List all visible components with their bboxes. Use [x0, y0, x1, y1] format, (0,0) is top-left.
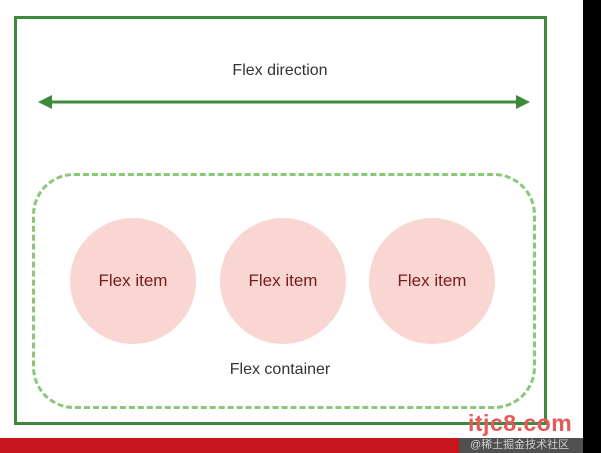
flex-item-1: Flex item [70, 218, 196, 344]
flex-item-label: Flex item [397, 271, 467, 290]
bottom-accent-bar [0, 438, 459, 453]
watermark-site: itjc8.com [468, 410, 573, 436]
flex-container-box [32, 173, 536, 409]
flex-direction-frame [14, 16, 547, 425]
right-edge-strip [583, 0, 601, 453]
flex-item-3: Flex item [369, 218, 495, 344]
flex-direction-label: Flex direction [232, 62, 328, 79]
watermark-text: @稀土掘金技术社区 [470, 439, 570, 451]
flex-item-label: Flex item [248, 271, 318, 290]
bottom-dark-bar [459, 438, 583, 453]
flex-item-2: Flex item [220, 218, 346, 344]
flex-item-label: Flex item [98, 271, 168, 290]
flex-container-label: Flex container [229, 361, 331, 378]
double-headed-arrow-icon [38, 95, 530, 109]
